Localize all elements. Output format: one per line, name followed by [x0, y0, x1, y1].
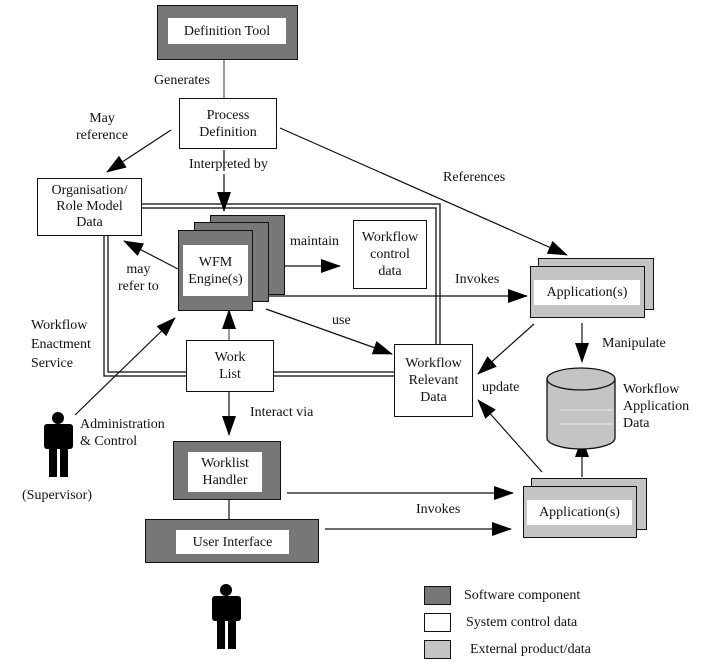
process-definition-label-1: Process [206, 107, 250, 123]
label-references: References [443, 170, 506, 185]
label-interact-via: Interact via [250, 405, 314, 420]
supervisor-person-icon [44, 412, 73, 477]
worklist-handler-label-2: Handler [202, 473, 248, 488]
label-may-refer-to: may refer to [118, 262, 159, 294]
user-interface-label: User Interface [176, 530, 289, 554]
label-invokes-top: Invokes [455, 272, 500, 287]
org-role-model-node[interactable]: Organisation/ Role Model Data [37, 178, 142, 236]
label-may-reference: May reference [76, 111, 129, 143]
label-manipulate: Manipulate [602, 336, 666, 351]
wcd-label-1: Workflow [361, 230, 419, 245]
legend-label-software: Software component [464, 588, 581, 603]
org-role-label-1: Organisation/ [51, 183, 128, 198]
application-bottom-label: Application(s) [527, 500, 632, 525]
label-generates: Generates [154, 73, 210, 88]
label-use: use [332, 313, 351, 328]
workflow-application-data-cylinder [546, 367, 616, 450]
legend-swatch-software [424, 586, 451, 605]
wfm-engine-label-1: WFM [198, 254, 233, 270]
application-bottom-node[interactable]: Application(s) [523, 486, 637, 538]
label-interpreted-by: Interpreted by [189, 157, 268, 172]
worklist-handler-label-1: Worklist [201, 456, 249, 471]
legend-label-control: System control data [466, 615, 578, 630]
work-list-node[interactable]: Work List [186, 340, 274, 392]
user-person-icon [212, 584, 241, 649]
edge-may-reference [106, 129, 172, 173]
label-update: update [482, 380, 520, 395]
edge-use [265, 308, 393, 355]
edge-update-top [477, 323, 535, 375]
wrd-label-1: Workflow [405, 356, 462, 371]
worklist-handler-node[interactable]: Worklist Handler [173, 441, 281, 500]
process-definition-label-2: Definition [199, 124, 257, 140]
wfm-engine-node[interactable]: WFM Engine(s) [178, 230, 253, 311]
application-top-node[interactable]: Application(s) [530, 266, 645, 318]
label-invokes-bottom: Invokes [416, 502, 461, 517]
wrd-label-2: Relevant [408, 373, 459, 388]
label-maintain: maintain [290, 234, 339, 249]
workflow-relevant-data-node[interactable]: Workflow Relevant Data [394, 344, 473, 417]
work-list-label-2: List [219, 367, 241, 382]
user-interface-node[interactable]: User Interface [145, 519, 319, 563]
work-list-label-1: Work [214, 350, 246, 365]
org-role-label-3: Data [76, 215, 103, 230]
wcd-label-3: data [378, 264, 402, 279]
legend-swatch-external [424, 640, 451, 659]
wrd-label-3: Data [420, 390, 447, 405]
edge-references [279, 127, 568, 256]
label-enactment-service: Workflow Enactment Service [31, 318, 91, 371]
workflow-application-data-label: Workflow Application Data [623, 382, 690, 431]
definition-tool-node[interactable]: Definition Tool [157, 5, 298, 60]
edge-admin-control [74, 317, 176, 416]
wfm-engine-label-2: Engine(s) [188, 271, 243, 287]
org-role-label-2: Role Model [56, 199, 123, 214]
wcd-label-2: control [370, 247, 410, 262]
label-admin-control: Administration & Control [80, 417, 165, 449]
definition-tool-label: Definition Tool [168, 18, 286, 44]
edge-may-refer-to [123, 240, 179, 270]
process-definition-node[interactable]: Process Definition [179, 98, 277, 149]
label-supervisor: (Supervisor) [22, 488, 92, 503]
edge-update-bottom [477, 399, 543, 473]
workflow-control-data-node[interactable]: Workflow control data [353, 220, 427, 289]
legend-swatch-control [424, 613, 451, 632]
application-top-label: Application(s) [534, 280, 640, 305]
legend-label-external: External product/data [470, 642, 591, 657]
